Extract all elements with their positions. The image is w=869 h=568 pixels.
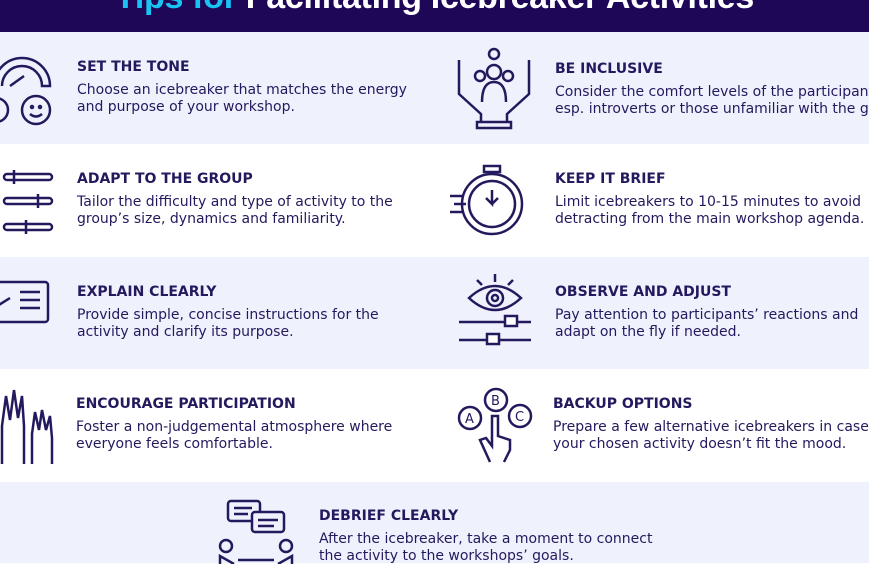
abc-choice-icon: B A C — [456, 386, 536, 470]
tip-explain-clearly: EXPLAIN CLEARLY Provide simple, concise i… — [77, 284, 379, 341]
tip-title: BACKUP OPTIONS — [553, 396, 693, 412]
page-title: Tips for Facilitating Icebreaker Activit… — [0, 0, 869, 17]
tip-text: Provide simple, concise instructions for… — [77, 307, 379, 323]
tip-text: Choose an icebreaker that matches the en… — [77, 82, 407, 98]
tip-title: ADAPT TO THE GROUP — [77, 171, 253, 187]
eye-sliders-icon — [455, 270, 535, 352]
tip-text: and purpose of your workshop. — [77, 99, 295, 115]
tip-text: everyone feels comfortable. — [76, 436, 273, 452]
tip-text: group’s size, dynamics and familiarity. — [77, 211, 346, 227]
tip-debrief-clearly: DEBRIEF CLEARLY After the icebreaker, tak… — [319, 508, 652, 565]
tip-observe-and-adjust: OBSERVE AND ADJUST Pay attention to parti… — [555, 284, 858, 341]
tip-encourage-participation: ENCOURAGE PARTICIPATION Foster a non-judg… — [76, 396, 392, 453]
svg-text:A: A — [465, 412, 474, 427]
tip-text: your chosen activity doesn’t fit the moo… — [553, 436, 847, 452]
tip-text: esp. introverts or those unfamiliar with… — [555, 101, 869, 117]
tip-text: Tailor the difficulty and type of activi… — [77, 194, 393, 210]
tip-title: SET THE TONE — [77, 59, 190, 75]
tip-title: ENCOURAGE PARTICIPATION — [76, 396, 296, 412]
discussion-icon — [216, 498, 296, 568]
tip-text: After the icebreaker, take a moment to c… — [319, 531, 653, 547]
header-banner: Tips for Facilitating Icebreaker Activit… — [0, 0, 869, 32]
tip-set-the-tone: SET THE TONE Choose an icebreaker that ma… — [77, 59, 407, 116]
tip-be-inclusive: BE INCLUSIVE Consider the comfort levels … — [555, 61, 869, 118]
tip-text: the activity to the workshops’ goals. — [319, 548, 574, 564]
tip-text: Prepare a few alternative icebreakers in… — [553, 419, 869, 435]
svg-text:B: B — [491, 394, 500, 409]
tip-title: KEEP IT BRIEF — [555, 171, 666, 187]
tip-title: OBSERVE AND ADJUST — [555, 284, 731, 300]
tip-text: Pay attention to participants’ reactions… — [555, 307, 859, 323]
tip-title: DEBRIEF CLEARLY — [319, 508, 459, 524]
tip-title: EXPLAIN CLEARLY — [77, 284, 217, 300]
tip-adapt-to-the-group: ADAPT TO THE GROUP Tailor the difficulty … — [77, 171, 393, 228]
tip-text: adapt on the fly if needed. — [555, 324, 741, 340]
tip-keep-it-brief: KEEP IT BRIEF Limit icebreakers to 10-15 … — [555, 171, 864, 228]
tip-title: BE INCLUSIVE — [555, 61, 663, 77]
row-band-5 — [0, 482, 869, 563]
raised-hands-icon — [0, 386, 56, 470]
tip-text: Consider the comfort levels of the parti… — [555, 84, 869, 100]
row-band-3 — [0, 257, 869, 369]
speedometer-smiley-icon — [0, 46, 54, 132]
svg-text:C: C — [515, 410, 524, 425]
sliders-icon — [0, 168, 56, 242]
tip-text: Foster a non-judgemental atmosphere wher… — [76, 419, 393, 435]
row-band-1 — [0, 32, 869, 144]
instruction-card-icon — [0, 278, 54, 332]
hands-people-icon — [455, 46, 533, 134]
tip-text: detracting from the main workshop agenda… — [555, 211, 865, 227]
tip-text: activity and clarify its purpose. — [77, 324, 294, 340]
stopwatch-icon — [448, 162, 528, 244]
tip-backup-options: BACKUP OPTIONS Prepare a few alternative … — [553, 396, 869, 453]
tip-text: Limit icebreakers to 10-15 minutes to av… — [555, 194, 862, 210]
